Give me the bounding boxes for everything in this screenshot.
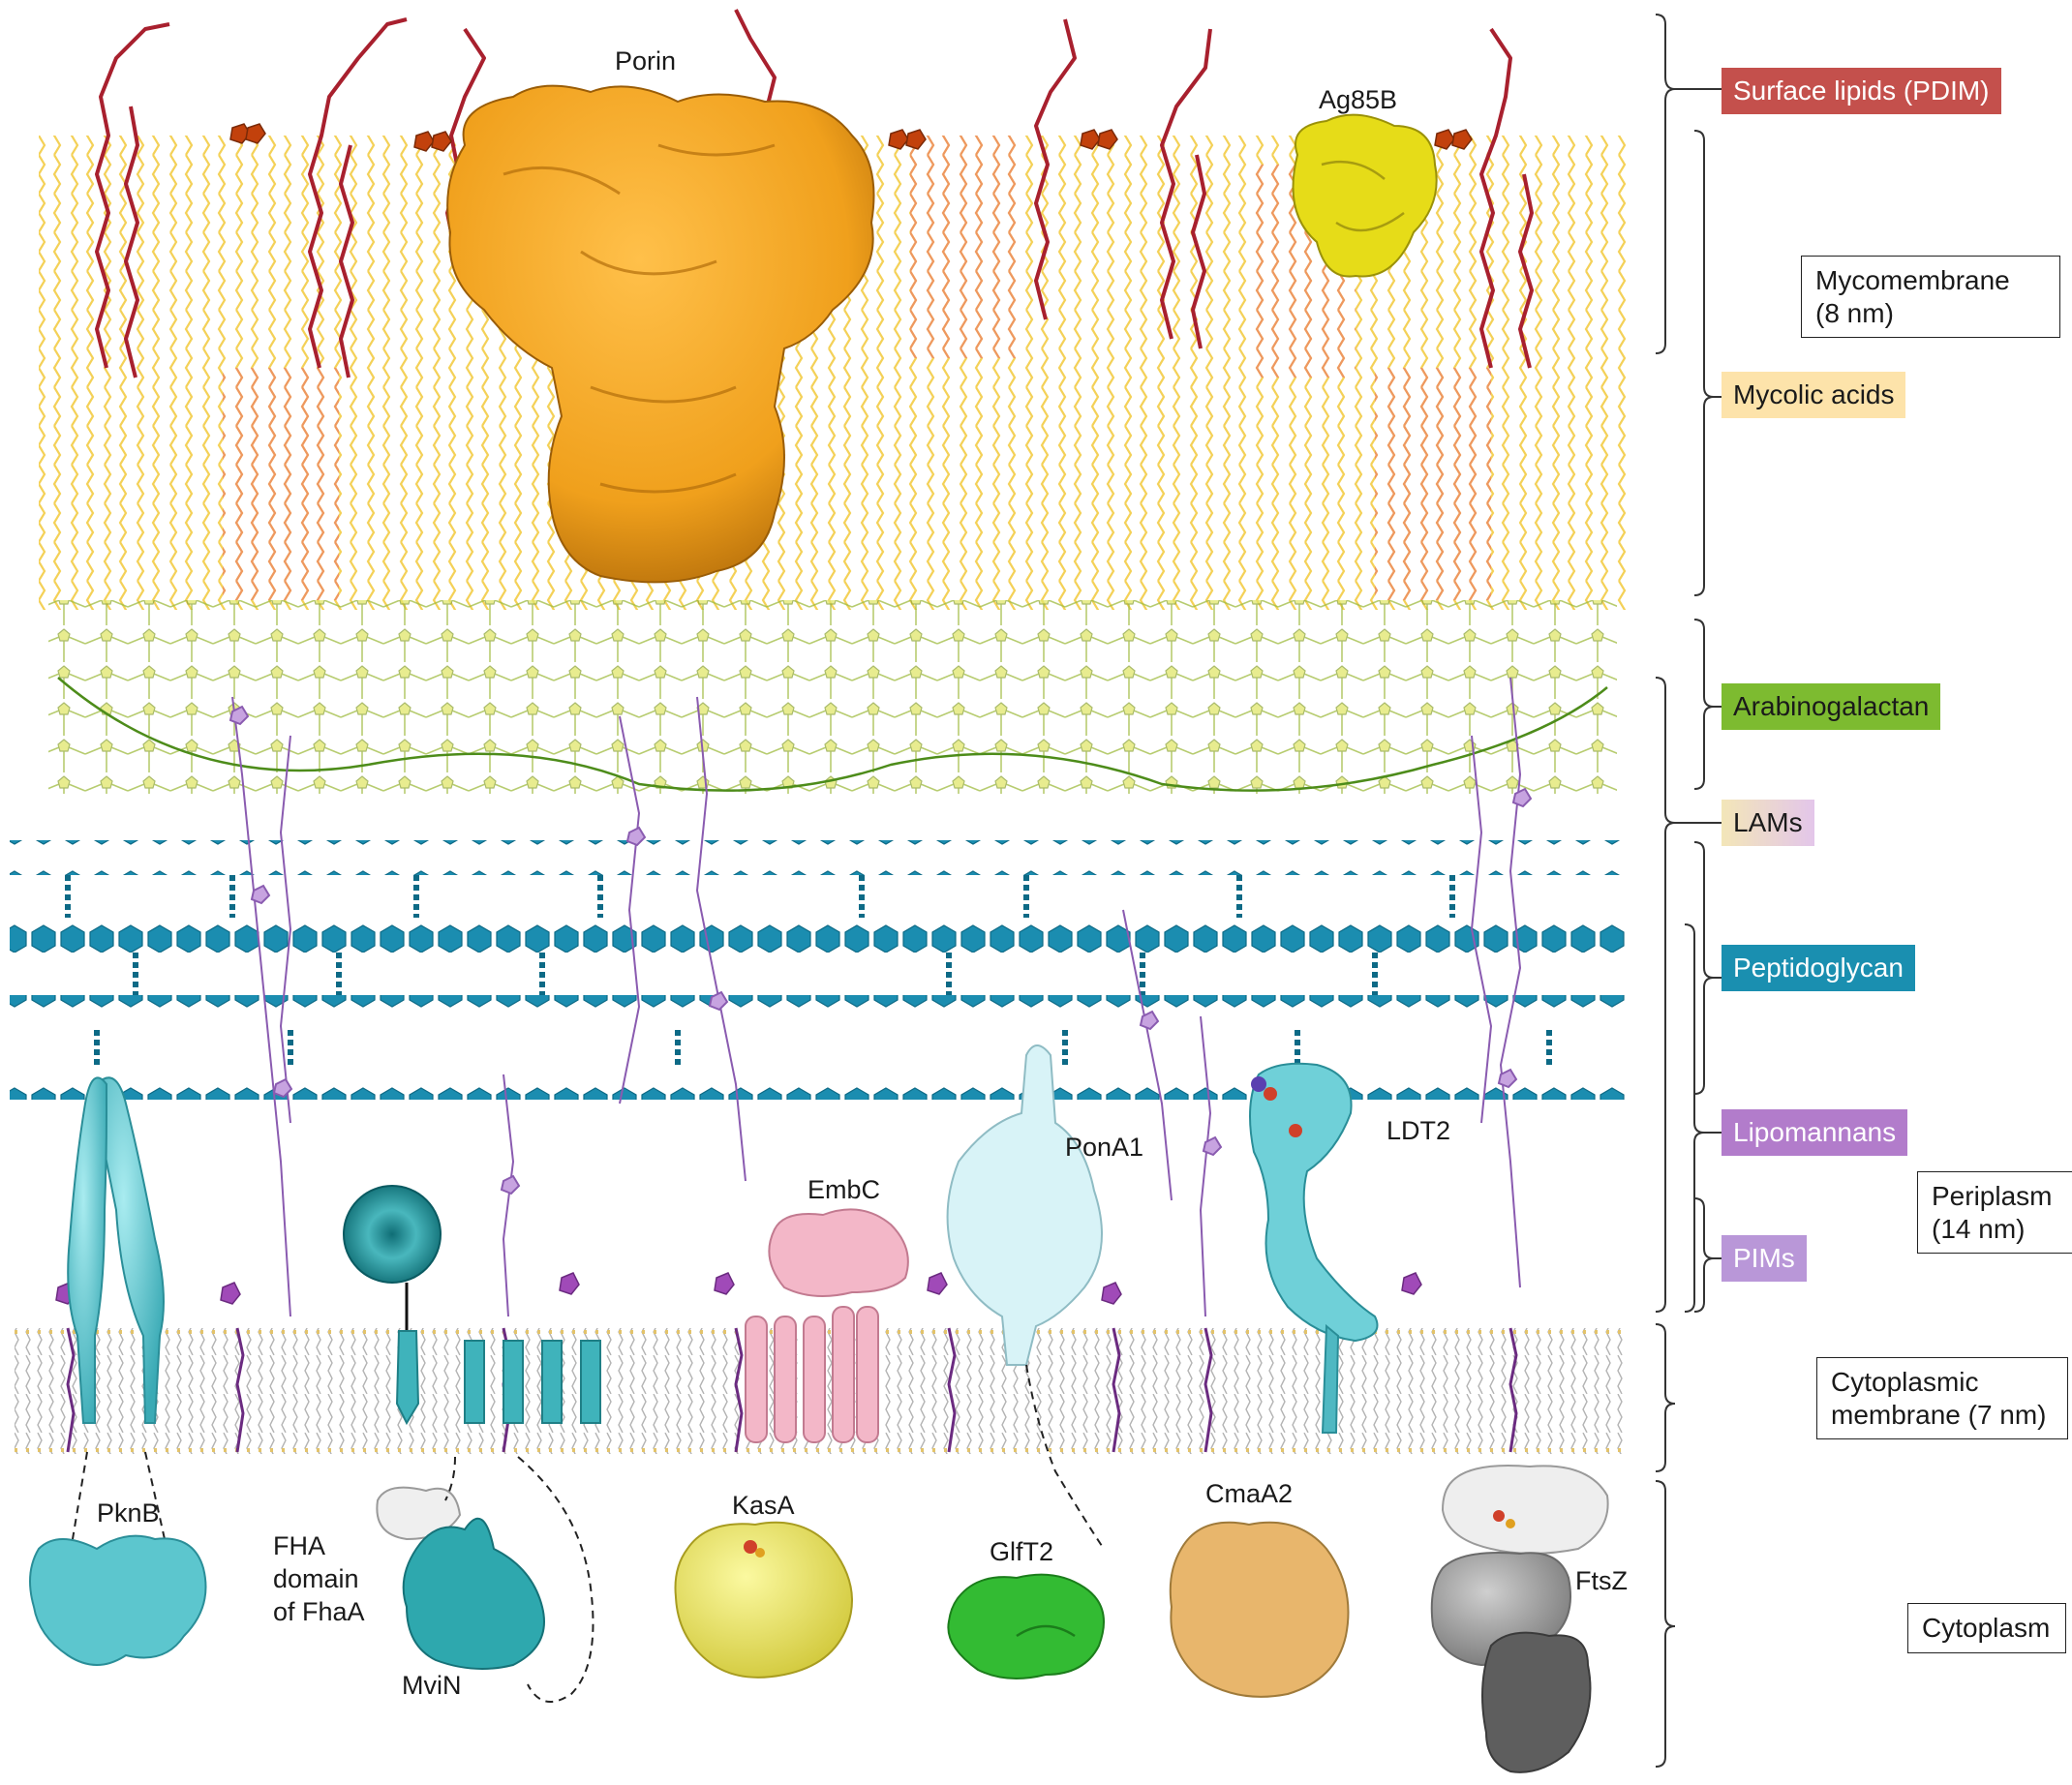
region-cytoplasm-label: Cytoplasm <box>1922 1613 2051 1643</box>
label-kasa: KasA <box>732 1491 795 1520</box>
kasa-protein <box>674 1521 853 1679</box>
cmaa2-protein <box>1169 1521 1350 1698</box>
porin-protein <box>446 84 875 584</box>
trehalose-heads <box>229 123 1473 152</box>
label-fha-line3: of FhaA <box>273 1597 365 1626</box>
glft2-protein <box>947 1573 1105 1679</box>
label-ftsz: FtsZ <box>1575 1566 1628 1595</box>
label-pona1: PonA1 <box>1065 1133 1144 1162</box>
region-mycomembrane-line2: (8 nm) <box>1815 297 1894 328</box>
pona1-protein <box>946 1044 1105 1550</box>
region-periplasm: Periplasm (14 nm) <box>1917 1171 2072 1255</box>
label-mvin: MviN <box>402 1671 462 1700</box>
arabinogalactan-layer <box>48 600 1617 794</box>
embc-protein <box>745 1208 909 1443</box>
region-mycomembrane-line1: Mycomembrane <box>1815 265 2010 295</box>
fhaa-mvin-proteins <box>343 1185 601 1703</box>
key-peptidoglycan: Peptidoglycan <box>1722 945 1915 991</box>
region-cytoplasmic-line1: Cytoplasmic <box>1831 1367 1979 1397</box>
label-glft2: GlfT2 <box>990 1537 1054 1566</box>
layer-brackets <box>1655 14 1722 1768</box>
pim-glycolipids <box>55 1272 1422 1305</box>
ag85b-protein <box>1292 113 1438 278</box>
label-ldt2: LDT2 <box>1386 1116 1451 1145</box>
lipoglycan-strands <box>229 677 1533 1317</box>
label-pknb: PknB <box>97 1498 160 1528</box>
ftsz-protein <box>1430 1465 1609 1773</box>
label-fha-line2: domain <box>273 1564 359 1593</box>
label-embc: EmbC <box>807 1175 881 1204</box>
key-lipomannans: Lipomannans <box>1722 1109 1908 1156</box>
region-periplasm-line2: (14 nm) <box>1932 1213 2026 1244</box>
label-ag85b: Ag85B <box>1319 85 1398 114</box>
key-mycolic-acids: Mycolic acids <box>1722 372 1906 418</box>
label-porin: Porin <box>615 46 677 76</box>
pknb-protein <box>29 1076 207 1666</box>
region-cytoplasmic-line2: membrane (7 nm) <box>1831 1399 2047 1430</box>
surface-lipid-chains <box>95 9 1534 378</box>
key-surface-lipids: Surface lipids (PDIM) <box>1722 68 2001 114</box>
ldt2-protein <box>1249 1062 1379 1434</box>
region-cytoplasmic-membrane: Cytoplasmic membrane (7 nm) <box>1816 1357 2068 1440</box>
region-cytoplasm: Cytoplasm <box>1907 1603 2066 1653</box>
key-lams: LAMs <box>1722 800 1814 846</box>
label-fha-line1: FHA <box>273 1531 325 1560</box>
region-mycomembrane: Mycomembrane (8 nm) <box>1801 256 2060 339</box>
label-cmaa2: CmaA2 <box>1205 1479 1294 1508</box>
key-pims: PIMs <box>1722 1235 1807 1282</box>
key-arabinogalactan: Arabinogalactan <box>1722 683 1941 730</box>
region-periplasm-line1: Periplasm <box>1932 1181 2053 1211</box>
